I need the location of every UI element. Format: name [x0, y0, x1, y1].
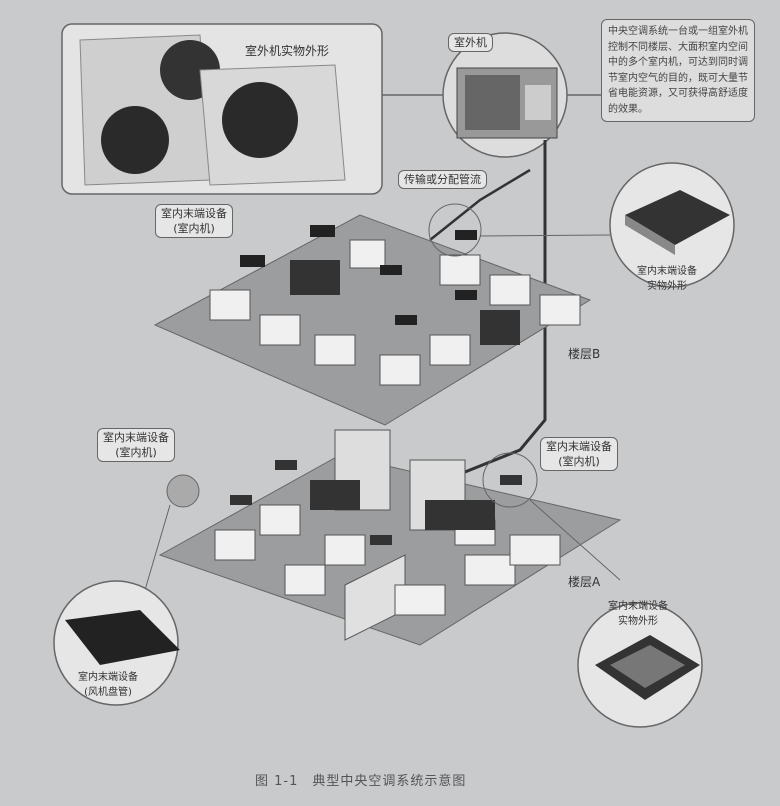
indoor-b-label-line1: 室内末端设备 [161, 207, 227, 220]
indoor-a-right-line2: (室内机) [558, 455, 600, 468]
indoor-b-label: 室内末端设备 (室内机) [155, 204, 233, 238]
floor-b-desks [209, 239, 581, 386]
indoor-a-left-line2: (室内机) [115, 446, 157, 459]
outdoor-unit-photo [79, 34, 346, 186]
floor-b-plane [153, 214, 592, 426]
indoor-b-label-line2: (室内机) [173, 222, 215, 235]
floor-a-label: 楼层A [568, 575, 601, 589]
floor-b-label: 楼层B [568, 347, 601, 361]
indoor-a-photo-label: 室内末端设备 实物外形 [608, 597, 668, 627]
figure-caption: 图 1-1 典型中央空调系统示意图 [255, 774, 467, 789]
indoor-a-right-label: 室内末端设备 (室内机) [540, 437, 618, 471]
pipes-label: 传输或分配管流 [398, 170, 487, 189]
floor-b-magnifier [428, 203, 482, 257]
fan-coil-photo-label: 室内末端设备 (风机盘管) [78, 668, 138, 698]
floor-a-plane [158, 454, 622, 646]
outdoor-photo-label: 室外机实物外形 [245, 44, 330, 58]
floor-a-right-magnifier [482, 452, 538, 508]
fan-coil-line1: 室内末端设备 [78, 672, 138, 683]
indoor-b-photo-line2: 实物外形 [647, 281, 687, 292]
floor-a-left-magnifier [166, 474, 200, 508]
outdoor-unit-label: 室外机 [448, 33, 493, 52]
main-pipe [419, 140, 547, 492]
description-note: 中央空调系统一台或一组室外机控制不同楼层、大面积室内空间中的多个室内机，可达到同… [601, 19, 755, 122]
indoor-a-right-line1: 室内末端设备 [546, 440, 612, 453]
indoor-b-photo-label: 室内末端设备 实物外形 [637, 262, 697, 292]
indoor-b-photo-line1: 室内末端设备 [637, 266, 697, 277]
indoor-a-left-line1: 室内末端设备 [103, 431, 169, 444]
indoor-a-photo-line1: 室内末端设备 [608, 601, 668, 612]
fan-coil-line2: (风机盘管) [84, 687, 132, 698]
indoor-a-photo-line2: 实物外形 [618, 616, 658, 627]
indoor-a-left-label: 室内末端设备 (室内机) [97, 428, 175, 462]
